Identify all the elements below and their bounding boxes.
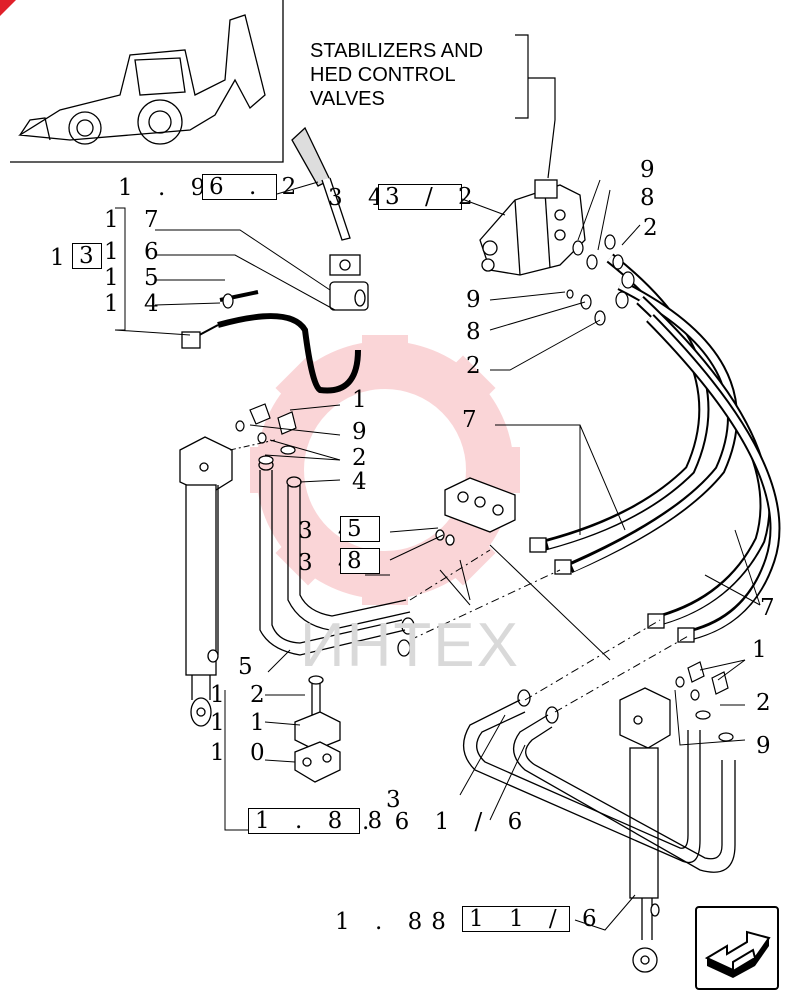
callout-2-top: 2: [643, 215, 667, 241]
valve-fittings: [566, 234, 635, 326]
callout-1-right: 1: [752, 637, 776, 663]
right-rigid-pipes: [463, 689, 736, 873]
callout-9-mid: 9: [466, 287, 490, 313]
callout-7-right: 7: [760, 595, 784, 621]
leader-lines: [114, 179, 761, 931]
callout-17: 1 7: [104, 207, 168, 233]
ref-188a-stacked: 3: [386, 787, 410, 813]
main-hoses: [529, 253, 781, 643]
callout-10: 1 0: [210, 740, 274, 766]
ref-1-96-prefix: 1 . 9: [118, 175, 215, 201]
next-page-arrow-icon: [704, 930, 771, 978]
ref-13-prefix: 1: [50, 245, 74, 271]
callout-4: 4: [352, 469, 376, 495]
callout-2-right: 2: [756, 690, 780, 716]
callout-14: 1 4: [104, 291, 168, 317]
left-fittings: [235, 403, 297, 465]
right-cylinder: [619, 687, 671, 973]
callout-2-mid: 2: [466, 353, 490, 379]
left-cylinder: [179, 436, 233, 727]
callout-2-left: 2: [352, 445, 376, 471]
callout-12: 1 2: [210, 682, 274, 708]
callout-7-left: 7: [462, 407, 486, 433]
callout-15: 1 5: [104, 265, 168, 291]
ref-345-link[interactable]: 5: [340, 516, 380, 542]
backhoe-loader-icon: [10, 0, 284, 163]
right-fittings: [675, 661, 734, 742]
ref-348-link[interactable]: 8: [340, 548, 380, 574]
callout-8-top: 8: [640, 185, 664, 211]
title-bracket: [515, 34, 556, 179]
ref-188b-link[interactable]: 1 1 / 6: [462, 906, 597, 932]
pipe-clamp: [294, 675, 341, 783]
ref-343-prefix: 3 4: [328, 185, 392, 211]
ref-188a-link[interactable]: 1 . 8 8: [248, 808, 382, 834]
check-valve-block: [435, 477, 516, 546]
watermark-text: ИНТЕХ: [300, 611, 520, 680]
callout-9-right: 9: [756, 733, 780, 759]
callout-16: 1 6: [104, 239, 168, 265]
title-line-1: STABILIZERS AND: [310, 40, 484, 62]
callout-11: 1 1: [210, 710, 274, 736]
control-lever: [291, 126, 369, 311]
ref-13-link[interactable]: 3: [72, 243, 102, 269]
callout-8-mid: 8: [466, 319, 490, 345]
callout-9-top: 9: [640, 157, 664, 183]
callout-5: 5: [238, 654, 262, 680]
callout-1-left: 1: [352, 387, 376, 413]
ref-188b-prefix: 1 . 88 .: [335, 909, 488, 935]
pilot-hose: [181, 290, 361, 394]
ref-1-96-link[interactable]: 6 . 2: [202, 174, 296, 200]
title-line-3: VALVES: [310, 88, 385, 110]
next-page-button[interactable]: [695, 906, 779, 990]
corner-marker: [0, 0, 16, 16]
ref-343-link[interactable]: 3 / 2: [378, 184, 473, 210]
control-valve-block: [479, 179, 586, 276]
callout-9-left: 9: [352, 419, 376, 445]
ref-188a-suffix: . 6 1 / 6: [362, 809, 532, 835]
title-line-2: HED CONTROL: [310, 64, 456, 86]
